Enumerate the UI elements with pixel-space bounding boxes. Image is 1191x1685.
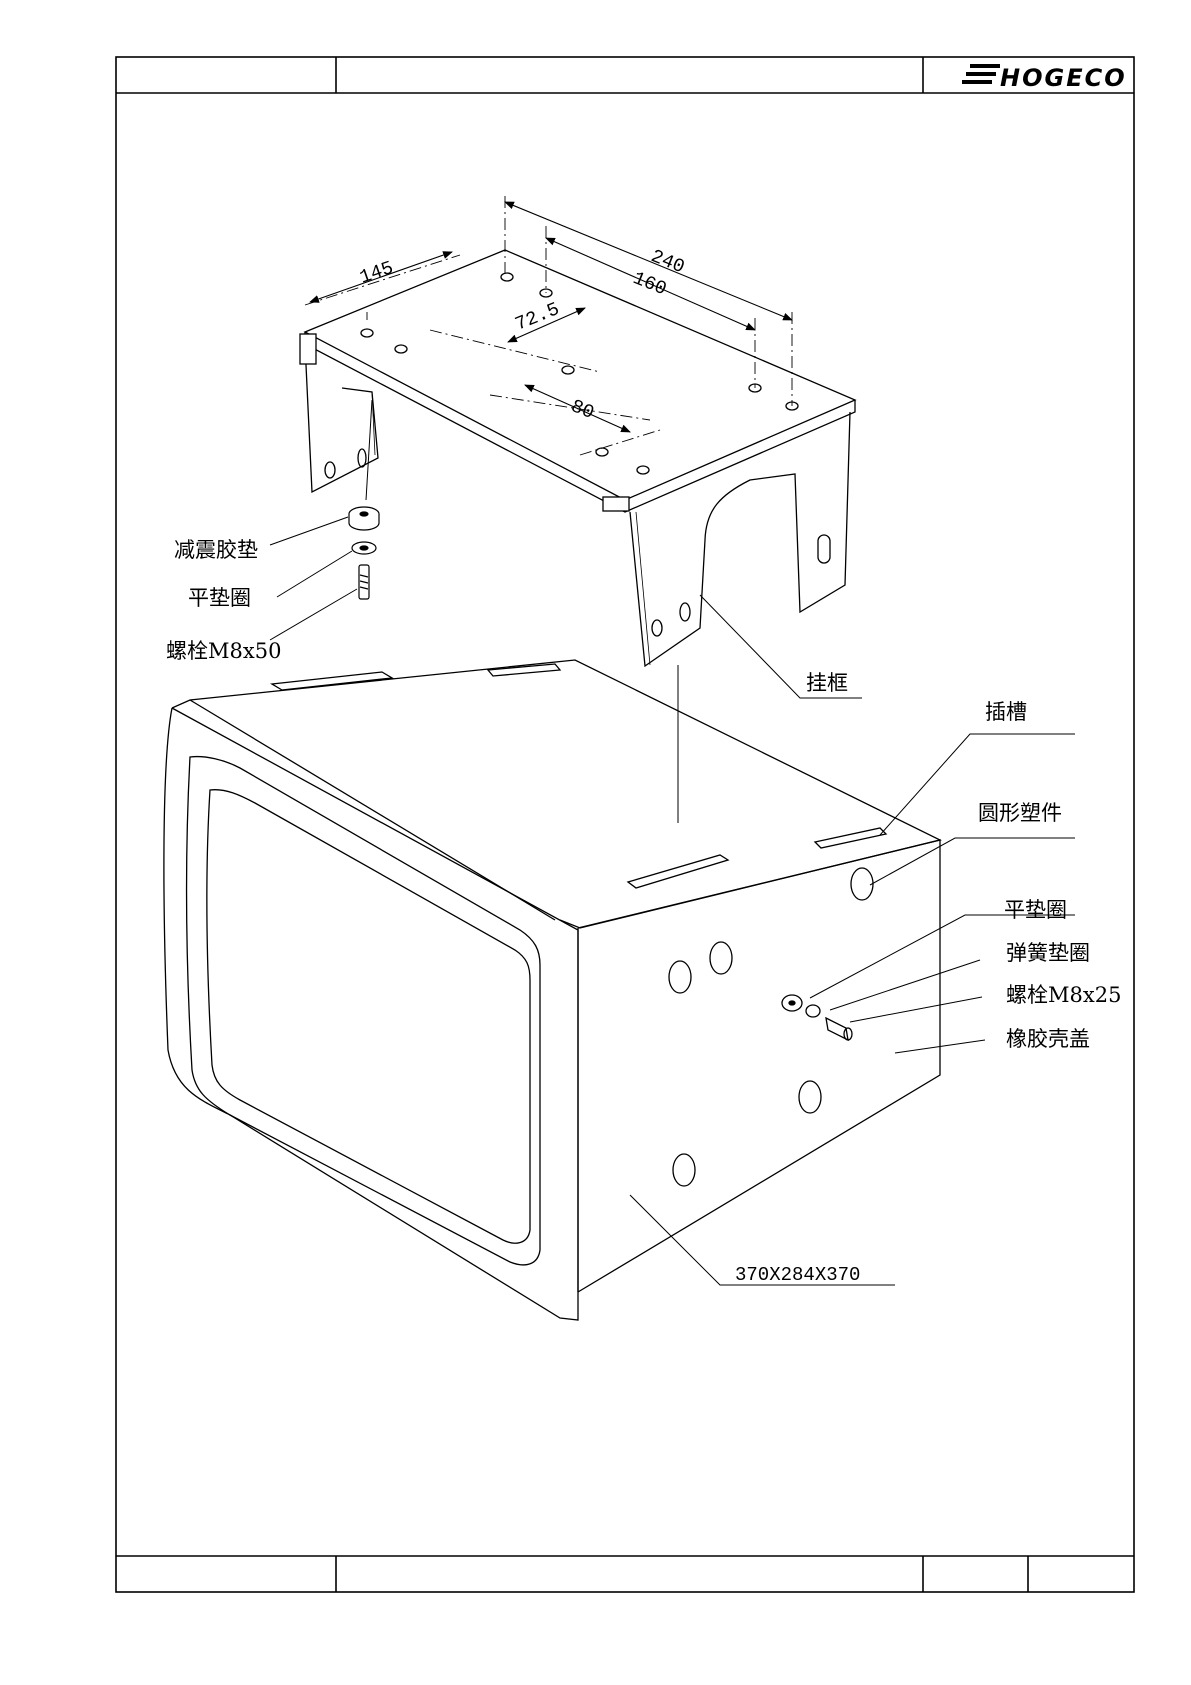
label-bolt-m8x50: 螺栓M8x50 bbox=[166, 639, 281, 663]
label-round-plastic-part: 圆形塑件 bbox=[978, 801, 1062, 825]
fastener-stack-top bbox=[349, 400, 379, 599]
monitor-housing bbox=[164, 660, 940, 1320]
label-hanging-frame: 挂框 bbox=[806, 671, 848, 695]
label-bolt-m8x25: 螺栓M8x25 bbox=[1006, 983, 1121, 1007]
dim-160: 160 bbox=[630, 267, 670, 300]
label-housing-size: 370X284X370 bbox=[735, 1264, 860, 1286]
label-rubber-housing-cover: 橡胶壳盖 bbox=[1006, 1027, 1090, 1051]
label-flat-washer-top: 平垫圈 bbox=[188, 586, 251, 610]
dim-145: 145 bbox=[357, 257, 397, 289]
hanging-frame bbox=[300, 250, 855, 666]
logo-text: HOGECO bbox=[1000, 64, 1127, 92]
label-flat-washer-side: 平垫圈 bbox=[1004, 898, 1067, 922]
label-slot: 插槽 bbox=[985, 700, 1027, 724]
company-logo: HOGECO bbox=[962, 64, 1127, 92]
label-rubber-damping-pad: 减震胶垫 bbox=[174, 538, 258, 562]
label-spring-washer: 弹簧垫圈 bbox=[1006, 941, 1090, 965]
